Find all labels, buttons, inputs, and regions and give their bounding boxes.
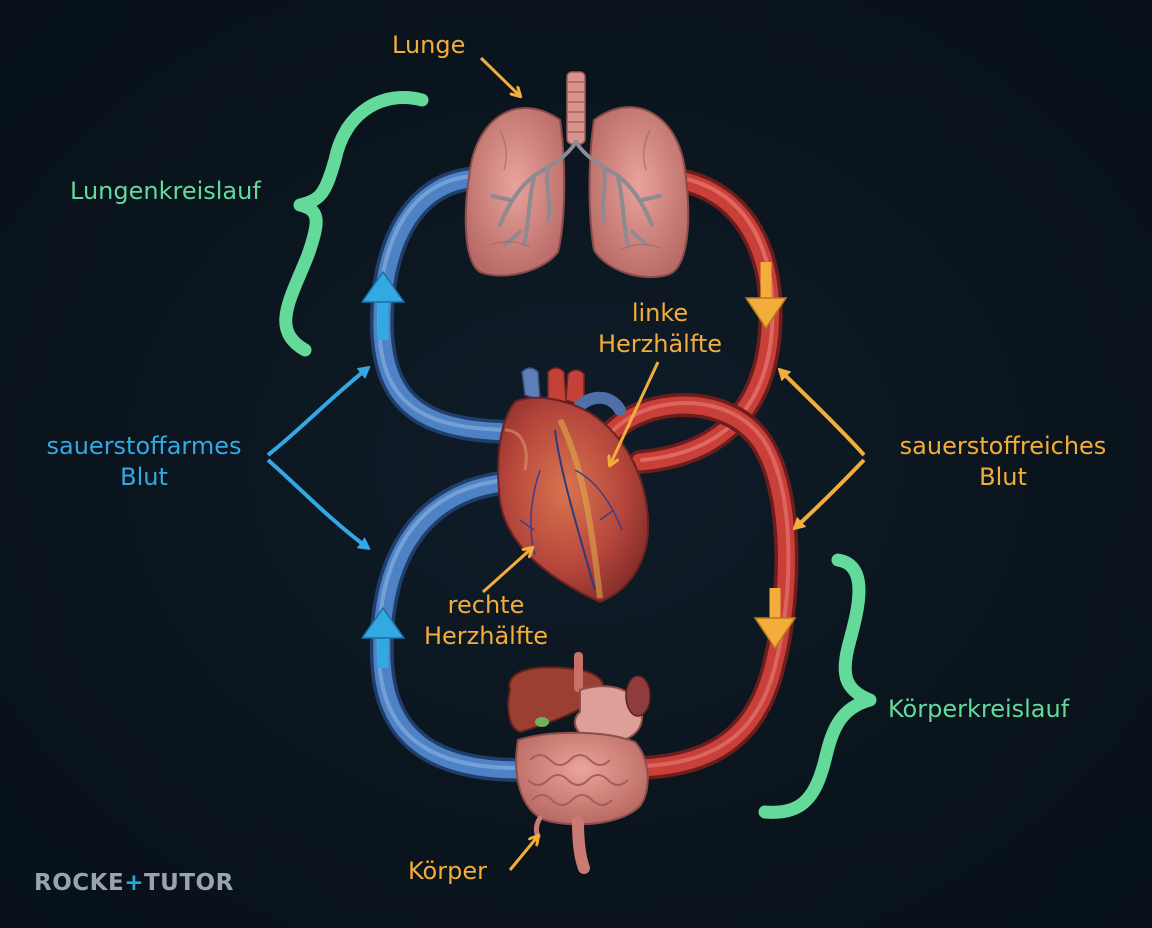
sauerstoffreich-pointer-up — [777, 367, 866, 457]
koerper-pointer — [508, 836, 538, 871]
label-linke-herzhaelfte: linke Herzhälfte — [588, 298, 732, 360]
flow-arrow-up-lower — [360, 606, 406, 668]
flow-arrow-up-upper — [360, 270, 406, 340]
lunge-pointer — [479, 56, 520, 96]
label-koerperkreislauf: Körperkreislauf — [888, 695, 1070, 723]
brand-logo: ROCKE+TUTOR — [34, 870, 234, 896]
label-sauerstoffreiches-blut: sauerstoffreiches Blut — [884, 431, 1122, 493]
pulmonary-artery-loop — [628, 168, 783, 474]
systemic-artery-loop — [588, 393, 799, 780]
lungenkreislauf-brace — [279, 91, 429, 357]
label-linke-line1: linke — [631, 299, 689, 327]
label-lunge: Lunge — [392, 31, 466, 59]
label-rechte-line1: rechte — [447, 591, 525, 619]
label-koerper: Körper — [408, 857, 487, 885]
label-linke-line2: Herzhälfte — [597, 330, 723, 358]
sauerstoffarm-pointer-down — [266, 458, 371, 550]
label-lungenkreislauf: Lungenkreislauf — [70, 177, 261, 205]
logo-part2: TUTOR — [143, 870, 234, 896]
lung-icon — [464, 71, 690, 279]
logo-part1: ROCKE — [34, 870, 125, 896]
trachea-icon — [566, 71, 586, 145]
sauerstoffreich-pointer-down — [792, 458, 866, 531]
digestive-organs-icon — [507, 652, 651, 874]
label-sauerstoffreich-line2: Blut — [979, 463, 1027, 491]
label-sauerstoffarmes-blut: sauerstoffarmes Blut — [34, 431, 254, 493]
label-sauerstoffarm-line2: Blut — [120, 463, 168, 491]
flow-arrow-down-upper — [744, 262, 788, 330]
label-rechte-line2: Herzhälfte — [423, 622, 549, 650]
label-sauerstoffreich-line1: sauerstoffreiches — [899, 432, 1107, 460]
flow-arrow-down-lower — [753, 588, 797, 650]
linke-herzhaelfte-pointer — [610, 361, 660, 465]
heart-icon — [497, 367, 650, 604]
koerperkreislauf-brace — [758, 553, 877, 819]
rechte-herzhaelfte-pointer — [481, 548, 532, 594]
label-rechte-herzhaelfte: rechte Herzhälfte — [412, 590, 560, 652]
logo-plus: + — [124, 870, 144, 896]
label-sauerstoffarm-line1: sauerstoffarmes — [46, 432, 242, 460]
sauerstoffarm-pointer-up — [266, 366, 371, 457]
